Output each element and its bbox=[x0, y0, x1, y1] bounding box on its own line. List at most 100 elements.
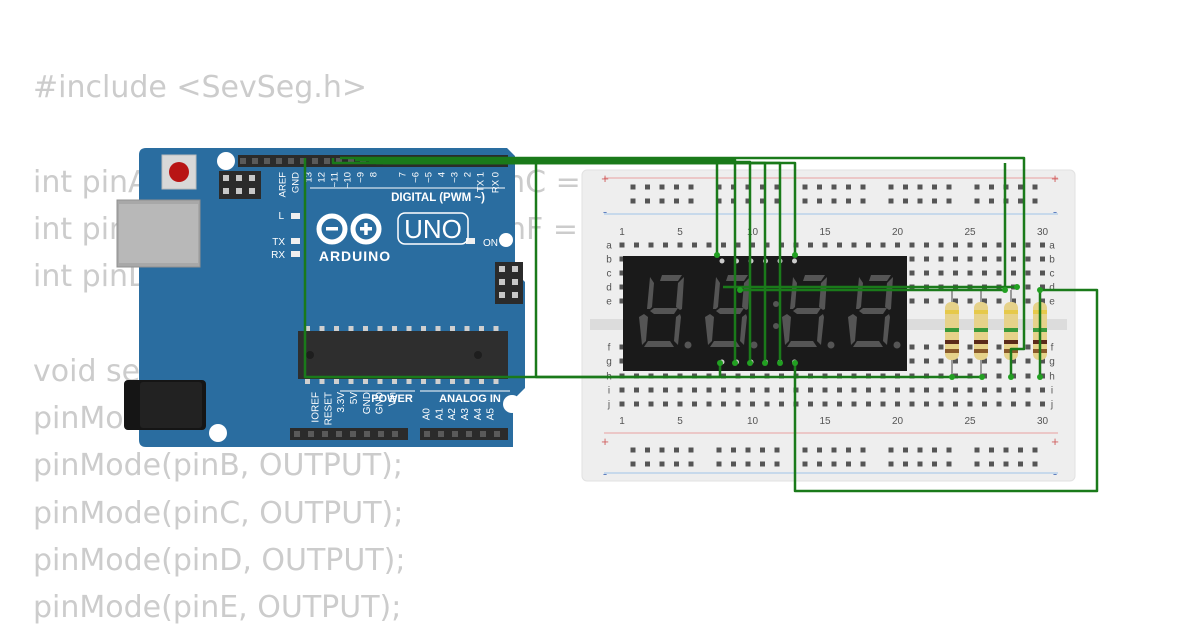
chip-leg bbox=[392, 326, 397, 331]
rail-hole bbox=[645, 447, 650, 453]
digital-pin-label: ~3 bbox=[450, 172, 461, 183]
breadboard-hole bbox=[909, 387, 915, 393]
breadboard-hole bbox=[735, 387, 741, 393]
segment bbox=[856, 277, 863, 309]
wire-b[interactable] bbox=[340, 156, 1026, 377]
breadboard-hole bbox=[967, 270, 973, 276]
segment bbox=[740, 314, 747, 345]
breadboard-hole bbox=[851, 387, 857, 393]
segment bbox=[853, 341, 883, 347]
breadboard-hole bbox=[779, 387, 784, 393]
rail-hole bbox=[674, 184, 679, 190]
rail-hole bbox=[860, 198, 866, 204]
rail-hole bbox=[760, 447, 765, 453]
segment bbox=[803, 275, 825, 281]
resistor-band bbox=[974, 349, 988, 353]
analog-pin-label: A1 bbox=[434, 408, 445, 421]
chip-leg bbox=[464, 379, 470, 384]
breadboard-hole bbox=[982, 358, 987, 364]
breadboard-hole bbox=[982, 401, 987, 407]
led-tx bbox=[291, 238, 300, 244]
segment bbox=[726, 275, 748, 281]
resistor-band bbox=[974, 328, 988, 332]
segment bbox=[869, 275, 891, 281]
breadboard-hole bbox=[706, 387, 712, 393]
reset-button[interactable] bbox=[169, 162, 189, 182]
wire-endpoint bbox=[949, 374, 955, 380]
rail-hole bbox=[846, 461, 851, 467]
breadboard-hole bbox=[837, 242, 842, 248]
rail-hole bbox=[716, 184, 722, 190]
breadboard-hole bbox=[924, 270, 929, 276]
resistor-band bbox=[945, 328, 959, 332]
breadboard-hole bbox=[619, 387, 625, 393]
resistor-band bbox=[945, 310, 959, 314]
column-number: 20 bbox=[892, 416, 904, 427]
chip-leg bbox=[334, 379, 339, 384]
rail-hole bbox=[974, 184, 980, 190]
breadboard-hole bbox=[909, 242, 915, 248]
rail-hole bbox=[831, 198, 837, 204]
breadboard-hole bbox=[663, 401, 668, 407]
rail-hole bbox=[688, 447, 694, 453]
row-letter: b bbox=[1049, 255, 1055, 266]
breadboard-hole bbox=[996, 358, 1002, 364]
breadboard-hole bbox=[924, 298, 929, 304]
breadboard-hole bbox=[924, 401, 929, 407]
digital-pin-label: AREF bbox=[278, 172, 289, 198]
header-pin bbox=[348, 158, 354, 164]
rail-hole bbox=[903, 461, 908, 467]
breadboard-hole bbox=[967, 256, 973, 262]
row-letter: c bbox=[1050, 269, 1055, 280]
breadboard-hole bbox=[996, 401, 1002, 407]
breadboard-hole bbox=[619, 284, 625, 290]
digital-pin-label: 4 bbox=[437, 172, 448, 177]
header-pin bbox=[364, 431, 370, 437]
breadboard-hole bbox=[1040, 256, 1045, 262]
breadboard-hole bbox=[764, 242, 770, 248]
rail-hole bbox=[903, 198, 908, 204]
led-label: RX bbox=[271, 250, 285, 261]
segment bbox=[859, 308, 887, 314]
wire-endpoint bbox=[1037, 287, 1043, 293]
chip-leg bbox=[392, 379, 397, 384]
breadboard-hole bbox=[837, 401, 842, 407]
digital-pin-label: 12 bbox=[317, 172, 328, 183]
display-pin-top bbox=[792, 258, 797, 264]
breadboard-hole bbox=[808, 242, 813, 248]
chip-leg bbox=[464, 326, 470, 331]
wire-endpoints bbox=[714, 252, 1043, 380]
power-pin-label: Vin bbox=[387, 392, 398, 406]
header-pin bbox=[494, 431, 500, 437]
decimal-point bbox=[893, 341, 901, 349]
logo-plus-v bbox=[364, 223, 368, 235]
breadboard-hole bbox=[938, 270, 944, 276]
column-number: 15 bbox=[819, 227, 831, 238]
wire-bottom-loop[interactable] bbox=[793, 288, 1099, 493]
row-letter: c bbox=[607, 269, 612, 280]
digital-pin-label: 13 bbox=[304, 172, 315, 183]
rail-hole bbox=[1018, 184, 1023, 190]
wire-g[interactable] bbox=[390, 161, 797, 255]
logo-minus bbox=[326, 227, 338, 231]
chip-leg bbox=[305, 379, 310, 384]
breadboard-hole bbox=[692, 242, 697, 248]
uno-label: UNO bbox=[404, 214, 462, 244]
decimal-point bbox=[684, 341, 692, 349]
rail-hole bbox=[888, 198, 894, 204]
header-pin bbox=[452, 431, 458, 437]
wire-gnd[interactable] bbox=[303, 158, 982, 379]
chip-leg bbox=[450, 326, 455, 331]
rail-hole bbox=[989, 184, 994, 190]
segment bbox=[705, 314, 714, 345]
breadboard-hole bbox=[837, 387, 842, 393]
arduino-logo bbox=[316, 213, 382, 245]
header-pin bbox=[300, 158, 306, 164]
header-pin bbox=[288, 158, 294, 164]
rail-hole bbox=[989, 447, 994, 453]
breadboard-hole bbox=[1025, 298, 1031, 304]
wire-c[interactable] bbox=[362, 158, 737, 363]
rail-hole bbox=[817, 461, 822, 467]
rail-hole bbox=[659, 447, 665, 453]
rail-hole bbox=[745, 184, 751, 190]
